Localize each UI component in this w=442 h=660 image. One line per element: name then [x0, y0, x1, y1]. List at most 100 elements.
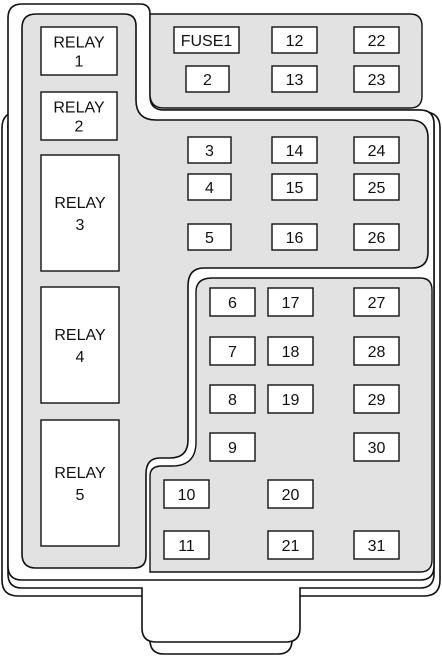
- fuse-label: 17: [282, 295, 300, 312]
- fuse-slot: [353, 432, 400, 462]
- relay-number: 3: [76, 217, 85, 234]
- fuse-slot: [209, 287, 256, 317]
- fuse-3: 3: [187, 136, 232, 164]
- fuse-14: 14: [271, 136, 318, 164]
- fuse-panel-surface: [21, 13, 429, 569]
- fuse-label: FUSE1: [181, 33, 233, 50]
- fuse-4: 4: [187, 173, 232, 201]
- fuse-label: 28: [368, 344, 386, 361]
- fuse-slot: [353, 26, 400, 54]
- relay-1: RELAY 1: [40, 26, 118, 76]
- fuse-7: 7: [209, 336, 256, 366]
- relay-number: 2: [75, 119, 84, 136]
- relay-slot: [40, 91, 118, 141]
- relay-number: 1: [75, 54, 84, 71]
- relay-5: RELAY 5: [40, 419, 120, 547]
- fuse-slot: [353, 65, 400, 93]
- fuse-slot: [187, 136, 232, 164]
- fuse-5: 5: [187, 223, 232, 251]
- fuse-label: 21: [282, 538, 300, 555]
- fuse-label: 4: [205, 180, 214, 197]
- fuse-2: 2: [185, 65, 230, 93]
- relay-4: RELAY 4: [40, 286, 120, 404]
- fuse-label: 3: [205, 143, 214, 160]
- fuse-slot: [353, 287, 400, 317]
- fuse-27: 27: [353, 287, 400, 317]
- fuse-slot: [353, 136, 400, 164]
- fuse-slot: [173, 26, 240, 54]
- fuse-25: 25: [353, 173, 400, 201]
- fuse-slot: [209, 432, 256, 462]
- fuse-label: 2: [203, 72, 212, 89]
- fuse-24: 24: [353, 136, 400, 164]
- relay-label: RELAY: [54, 465, 106, 482]
- fuse-11: 11: [163, 530, 210, 560]
- fuse-slot: [187, 223, 232, 251]
- fuse-slot: [353, 384, 400, 414]
- relay-label: RELAY: [53, 35, 105, 52]
- fuse-16: 16: [271, 223, 318, 251]
- fuse-slot: [163, 530, 210, 560]
- fuse-slot: [267, 479, 314, 509]
- fuse-22: 22: [353, 26, 400, 54]
- fuse-slot: [267, 384, 314, 414]
- fuse-label: 25: [368, 180, 386, 197]
- relay-slot: [40, 154, 120, 272]
- fuse-slot: [353, 530, 400, 560]
- fuse-slot: [267, 336, 314, 366]
- fuse-label: 14: [286, 143, 304, 160]
- fuse-label: 31: [368, 538, 386, 555]
- fuse-label: 24: [368, 143, 386, 160]
- fuse-slot: [163, 479, 210, 509]
- relay-slot: [40, 26, 118, 76]
- relay-3: RELAY 3: [40, 154, 120, 272]
- relay-number: 5: [76, 487, 85, 504]
- fuse-label: 23: [368, 72, 386, 89]
- relay-label: RELAY: [54, 327, 106, 344]
- fuse-20: 20: [267, 479, 314, 509]
- fuse-label: 27: [368, 295, 386, 312]
- fuse-label: 12: [286, 33, 304, 50]
- fuse-9: 9: [209, 432, 256, 462]
- fuse-label: 6: [228, 295, 237, 312]
- fuse-12: 12: [271, 26, 318, 54]
- fuse-slot: [267, 287, 314, 317]
- fuse-label: 20: [282, 487, 300, 504]
- fuse-label: 16: [286, 230, 304, 247]
- fuse-slot: [209, 336, 256, 366]
- fuse-21: 21: [267, 530, 314, 560]
- fuse-label: 7: [228, 344, 237, 361]
- fuse-label: 11: [178, 538, 195, 555]
- fuse-slot: [271, 136, 318, 164]
- fuse-29: 29: [353, 384, 400, 414]
- fuse-label: 10: [178, 487, 196, 504]
- fuse-13: 13: [271, 65, 318, 93]
- fuse-10: 10: [163, 479, 210, 509]
- fuse-30: 30: [353, 432, 400, 462]
- fuse-slot: [185, 65, 230, 93]
- fuse-label: 15: [286, 180, 304, 197]
- fuse-slot: [271, 223, 318, 251]
- fuse-label: 26: [368, 230, 386, 247]
- fuse-label: 13: [286, 72, 304, 89]
- fuse-19: 19: [267, 384, 314, 414]
- fuse-6: 6: [209, 287, 256, 317]
- fuse-17: 17: [267, 287, 314, 317]
- relay-number: 4: [76, 349, 85, 366]
- relay-slot: [40, 286, 120, 404]
- relay-label: RELAY: [53, 100, 105, 117]
- fuse-slot: [271, 65, 318, 93]
- fuse-slot: [187, 173, 232, 201]
- relay-label: RELAY: [54, 195, 106, 212]
- fuse-26: 26: [353, 223, 400, 251]
- fuse-23: 23: [353, 65, 400, 93]
- fuse-label: 8: [228, 392, 237, 409]
- fuse-label: 22: [368, 33, 386, 50]
- fuse-label: 30: [368, 440, 386, 457]
- fuse-28: 28: [353, 336, 400, 366]
- fuse-slot: [353, 173, 400, 201]
- relay-slot: [40, 419, 120, 547]
- fuse-slot: [267, 530, 314, 560]
- fuse-label: 5: [205, 230, 214, 247]
